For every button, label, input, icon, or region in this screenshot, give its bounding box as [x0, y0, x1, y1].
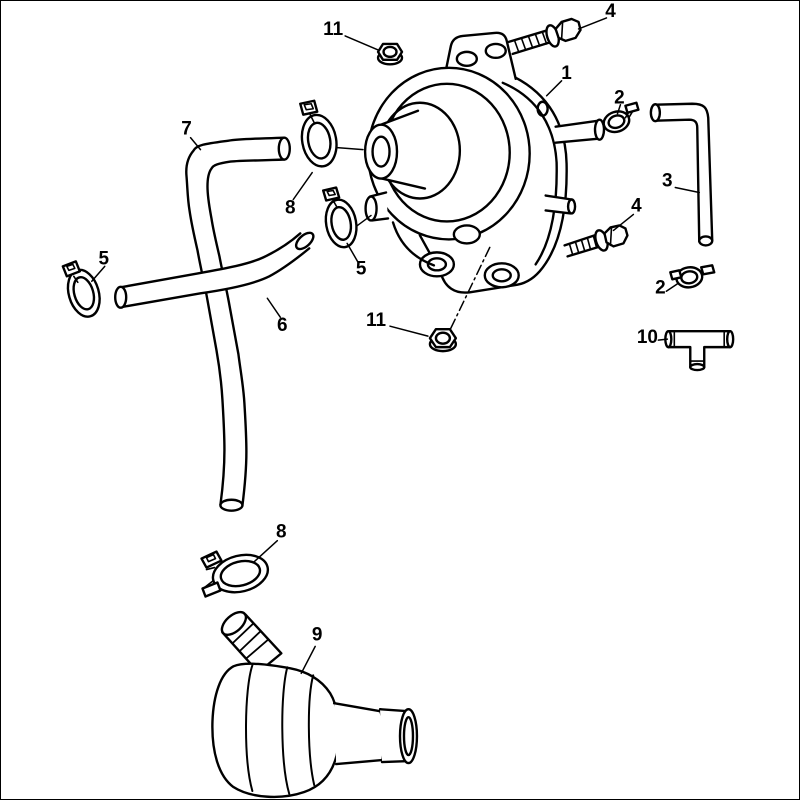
elbow-hose — [649, 102, 714, 247]
hose3-left-end — [649, 103, 662, 123]
flange-bolt-lower — [563, 224, 629, 258]
right-port-opening — [593, 118, 606, 141]
callout-check-valve: 9 — [312, 624, 323, 645]
hose6-right-end — [294, 231, 315, 251]
spring-clamp-upper — [299, 99, 338, 168]
callout-bolt-lower: 4 — [631, 195, 642, 216]
shaft-bore — [371, 135, 391, 168]
rear-flange-hole — [536, 100, 549, 117]
callout-clamp-2-upper: 2 — [614, 88, 625, 109]
leader-9 — [300, 645, 316, 675]
bracket-hole-left — [455, 50, 479, 68]
long-hose — [185, 136, 291, 512]
valve-outlet-bore — [402, 716, 415, 757]
stud-centerline — [449, 246, 491, 331]
spring-clamp-lower — [200, 550, 270, 598]
ear-hole-left — [426, 257, 448, 272]
leader-2a — [616, 103, 622, 115]
hose7-open-end — [277, 136, 291, 161]
callout-nut-lower: 11 — [366, 310, 386, 331]
callouts: 1 2 2 3 4 4 5 5 6 7 8 8 9 10 11 11 — [98, 1, 672, 645]
callout-clamp-8-lower: 8 — [276, 522, 287, 543]
hose7-bottom-end — [219, 498, 244, 512]
leader-2b — [665, 282, 680, 293]
tee-fitting — [664, 329, 735, 372]
leader-lines — [91, 17, 700, 675]
leader-3 — [674, 186, 700, 194]
callout-pump: 1 — [561, 63, 572, 84]
hose6-left-end — [114, 285, 128, 309]
callout-nut-upper: 11 — [323, 19, 343, 40]
spring-clamp-middle — [321, 186, 358, 249]
spring-clamp-left — [61, 260, 101, 318]
leader-8a — [292, 171, 313, 201]
callout-tee-fitting: 10 — [637, 327, 658, 348]
callout-clamp-5-middle: 5 — [356, 258, 367, 279]
leader-1 — [545, 80, 563, 97]
callout-short-hose: 6 — [277, 315, 288, 336]
leader-5b — [346, 242, 359, 264]
callout-elbow-hose: 3 — [662, 171, 673, 192]
leader-4a — [577, 17, 608, 30]
leader-8b — [253, 539, 279, 563]
leader-10 — [657, 338, 669, 341]
leader-4b — [612, 213, 635, 232]
hose-clamp-small-upper — [602, 101, 640, 134]
callout-clamp-8-upper: 8 — [285, 197, 296, 218]
check-valve — [211, 610, 419, 799]
leader-7 — [189, 136, 202, 151]
callout-long-hose: 7 — [181, 119, 192, 140]
pump-assembly — [336, 31, 606, 331]
hose-clamp-small-lower — [669, 264, 716, 289]
flange-nut-upper — [376, 42, 404, 66]
valve-inlet-end — [220, 610, 248, 636]
flange-boss — [452, 224, 481, 245]
leader-11b — [389, 325, 429, 337]
leader-6 — [266, 297, 282, 318]
callout-bolt-upper: 4 — [605, 1, 616, 22]
callout-clamp-5-left: 5 — [98, 248, 109, 269]
flange-bolt-upper — [507, 17, 582, 56]
flange-nut-lower — [428, 327, 458, 353]
ear-hole-right — [491, 268, 512, 283]
callout-clamp-2-lower: 2 — [655, 277, 666, 298]
leader-11a — [344, 35, 379, 51]
leader-5a — [91, 265, 106, 283]
lower-port-opening — [364, 195, 378, 222]
bracket-hole-right — [484, 42, 507, 60]
short-hose — [114, 231, 315, 309]
hose3-bottom-end — [698, 235, 714, 247]
